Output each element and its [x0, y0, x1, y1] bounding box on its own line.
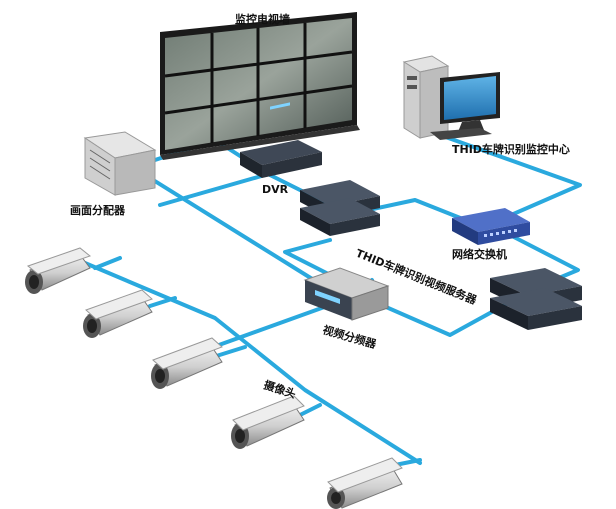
cable-camera-2	[148, 296, 177, 308]
label-video-wall: 监控电视墙	[235, 12, 290, 26]
cable-camera-4	[298, 403, 322, 417]
splitter-device	[83, 131, 157, 196]
camera-2	[83, 289, 153, 338]
cable-distributor-to-bus	[203, 303, 332, 352]
camera-3	[151, 337, 223, 389]
dvr-device	[240, 102, 322, 178]
camera-4	[231, 395, 305, 449]
cable-splitter-to-dvr	[158, 173, 267, 207]
video-server-2	[490, 268, 582, 330]
camera-1	[25, 247, 92, 294]
label-distributor: 视频分频器	[321, 322, 379, 351]
cable-camera-bus	[83, 261, 422, 465]
label-dvr: DVR	[262, 183, 289, 196]
camera-5	[327, 457, 403, 509]
cable-camera-5	[393, 458, 422, 467]
network-switch	[452, 208, 530, 245]
cable-camera-1	[93, 256, 122, 270]
cable-distributor-to-server2	[368, 298, 512, 337]
cable-center-to-switch	[438, 133, 582, 224]
label-splitter: 画面分配器	[70, 203, 126, 217]
label-monitor-center: THID车牌识别监控中心	[452, 142, 570, 156]
video-distributor	[303, 267, 390, 321]
label-switch: 网络交换机	[452, 247, 507, 261]
video-server-1	[300, 180, 380, 236]
video-wall	[160, 12, 360, 160]
monitor-center-pc	[402, 55, 500, 140]
